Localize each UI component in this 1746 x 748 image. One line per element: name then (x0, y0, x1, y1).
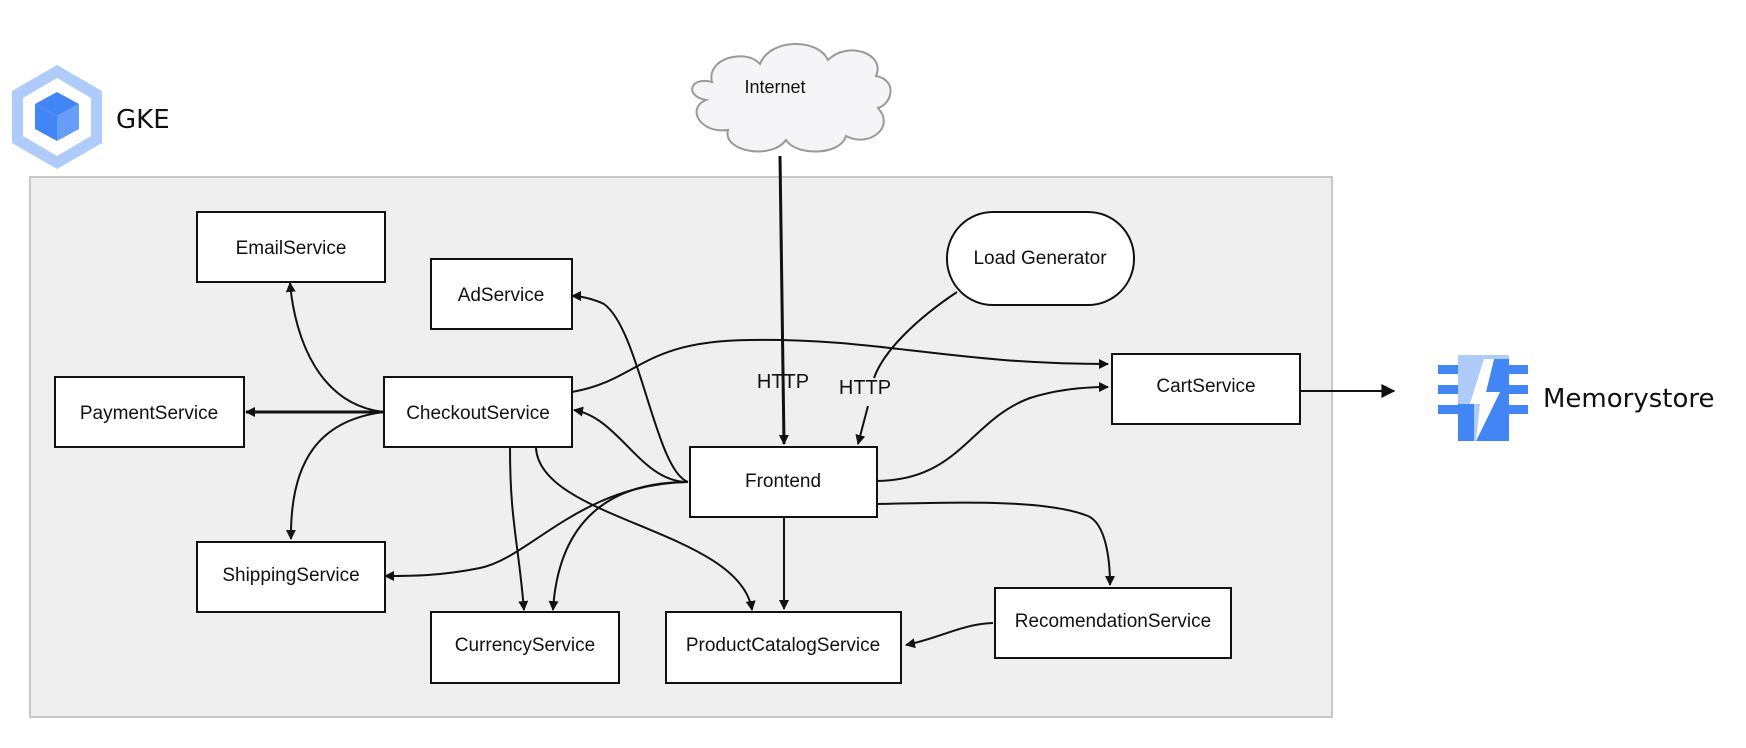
edge-loadgen-frontend (858, 291, 958, 444)
edge-frontend-checkout (573, 406, 689, 483)
payment-service-label: PaymentService (80, 403, 218, 424)
edge-frontend-adservice (571, 291, 689, 483)
internet-label: Internet (744, 77, 805, 97)
node-cart-service[interactable]: CartService (1111, 353, 1301, 425)
internet-cloud: Internet (691, 43, 892, 153)
node-ad-service[interactable]: AdService (430, 258, 573, 330)
memorystore-icon (1438, 355, 1528, 441)
node-email-service[interactable]: EmailService (196, 211, 386, 283)
recommendation-service-label: RecomendationService (1015, 611, 1211, 632)
edge-checkout-email (285, 282, 385, 413)
frontend-label: Frontend (745, 471, 821, 492)
node-frontend[interactable]: Frontend (689, 446, 878, 518)
cloud-icon (691, 43, 892, 153)
node-shipping-service[interactable]: ShippingService (196, 541, 386, 613)
http-label-internet: HTTP (757, 371, 809, 393)
checkout-service-label: CheckoutService (406, 403, 550, 424)
cart-service-label: CartService (1156, 376, 1255, 397)
http-label-loadgen: HTTP (839, 377, 891, 399)
edge-checkout-cart (571, 338, 1109, 393)
node-load-generator[interactable]: Load Generator (946, 211, 1135, 306)
node-payment-service[interactable]: PaymentService (54, 376, 245, 448)
gke-label: GKE (116, 105, 170, 135)
edges (245, 155, 1396, 649)
load-generator-label: Load Generator (973, 248, 1107, 269)
edge-frontend-recommendation (876, 501, 1115, 586)
edge-internet-frontend (778, 155, 789, 445)
ad-service-label: AdService (458, 285, 545, 306)
node-recommendation-service[interactable]: RecomendationService (994, 587, 1232, 659)
gke-icon (12, 65, 102, 169)
node-currency-service[interactable]: CurrencyService (430, 611, 620, 684)
edge-checkout-currency (509, 447, 529, 611)
currency-service-label: CurrencyService (455, 635, 595, 656)
edge-checkout-productcatalog (535, 447, 756, 611)
edge-frontend-shipping (384, 481, 689, 581)
product-catalog-service-label: ProductCatalogService (686, 635, 880, 656)
edge-frontend-cart (876, 382, 1109, 482)
node-product-catalog-service[interactable]: ProductCatalogService (665, 611, 902, 684)
memorystore-label: Memorystore (1543, 384, 1715, 414)
edge-checkout-shipping (285, 411, 385, 540)
email-service-label: EmailService (236, 238, 347, 259)
edge-frontend-currency (548, 481, 689, 611)
node-checkout-service[interactable]: CheckoutService (383, 376, 573, 448)
shipping-service-label: ShippingService (222, 565, 359, 586)
edge-recommendation-productcatalog (905, 622, 994, 649)
